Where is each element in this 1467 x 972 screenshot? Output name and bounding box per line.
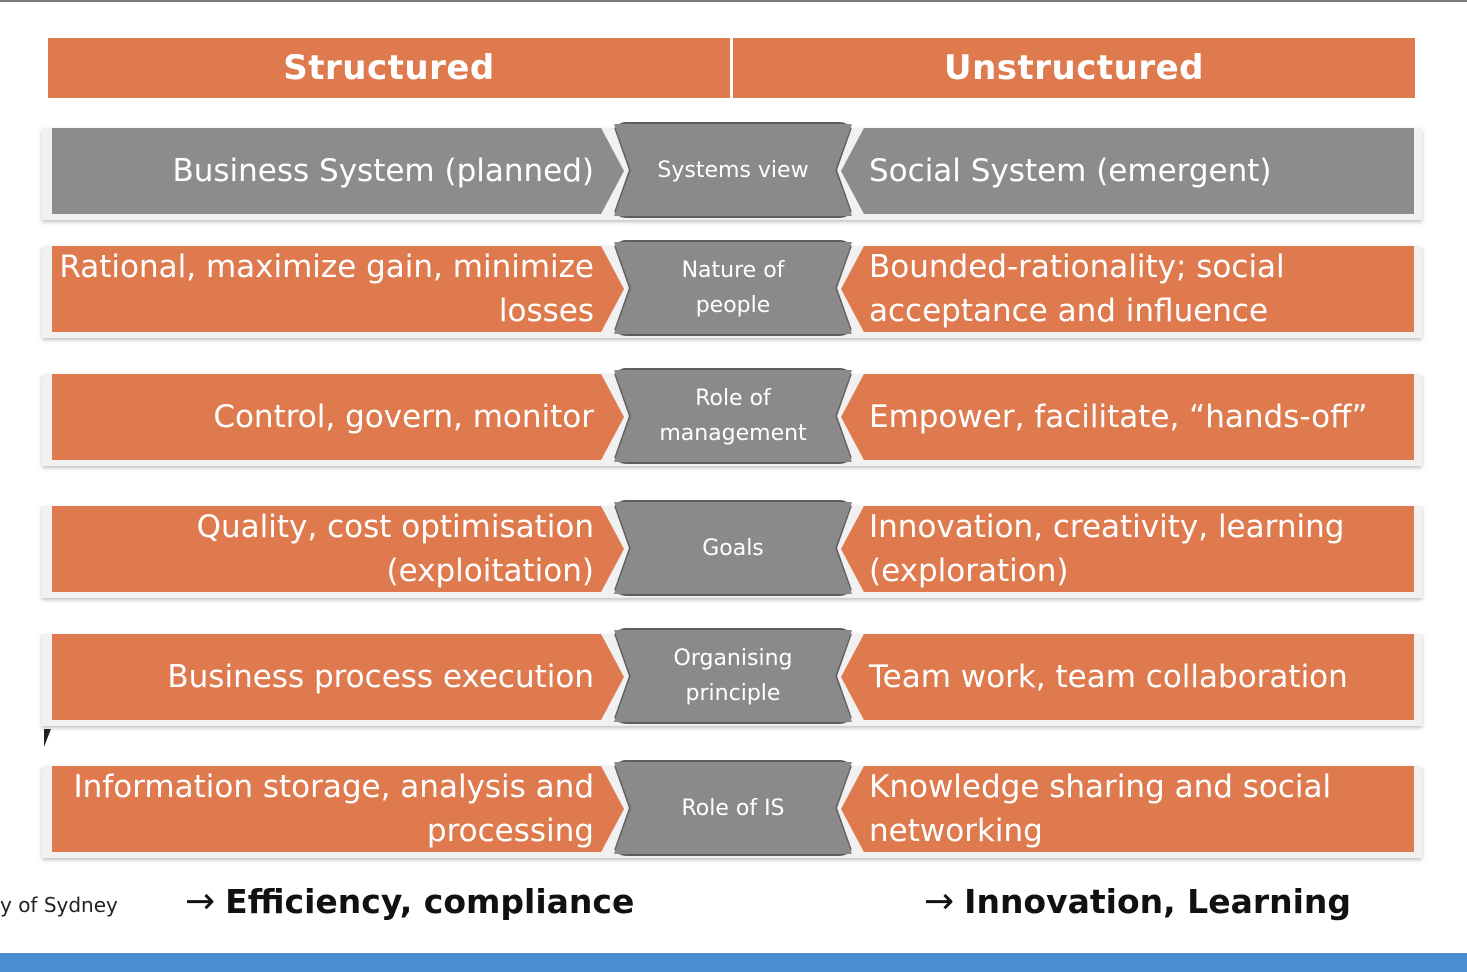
unstructured-text: Bounded-rationality; social acceptance a… (869, 249, 1285, 329)
right-arrow-icon: → (185, 881, 216, 922)
center-label: Goals (614, 502, 852, 594)
unstructured-cell: Social System (emergent) (841, 128, 1414, 214)
center-label: Organising principle (614, 630, 852, 722)
header-unstructured: Unstructured (733, 38, 1415, 98)
center-label-text: Nature of people (681, 258, 785, 318)
structured-text: Information storage, analysis and proces… (73, 769, 594, 849)
center-label-text: Role of IS (681, 795, 785, 821)
structured-outcome-text: Efficiency, compliance (225, 882, 635, 921)
structured-outcome: → Efficiency, compliance (185, 881, 634, 922)
center-label: Role of IS (614, 762, 852, 854)
structured-cell: Business System (planned) (52, 128, 624, 214)
unstructured-text: Team work, team collaboration (869, 659, 1348, 695)
structured-cell: Rational, maximize gain, minimize losses (52, 246, 624, 332)
structured-text: Rational, maximize gain, minimize losses (59, 249, 594, 329)
taskbar[interactable] (0, 953, 1467, 972)
unstructured-text: Social System (emergent) (869, 153, 1272, 189)
unstructured-cell: Empower, facilitate, “hands-off” (841, 374, 1414, 460)
unstructured-cell: Innovation, creativity, learning (explor… (841, 506, 1414, 592)
unstructured-outcome: → Innovation, Learning (924, 881, 1351, 922)
unstructured-cell: Knowledge sharing and social networking (841, 766, 1414, 852)
unstructured-outcome-text: Innovation, Learning (964, 882, 1352, 921)
center-label: Systems view (614, 124, 852, 216)
center-label-text: Role of management (659, 386, 807, 446)
unstructured-text: Empower, facilitate, “hands-off” (869, 399, 1368, 435)
center-label: Role of management (614, 370, 852, 462)
center-label-text: Systems view (657, 157, 809, 183)
unstructured-cell: Team work, team collaboration (841, 634, 1414, 720)
structured-text: Business System (planned) (172, 153, 594, 189)
unstructured-text: Innovation, creativity, learning (explor… (869, 509, 1345, 589)
structured-cell: Quality, cost optimisation (exploitation… (52, 506, 624, 592)
unstructured-cell: Bounded-rationality; social acceptance a… (841, 246, 1414, 332)
mouse-pointer-icon (44, 729, 56, 747)
structured-cell: Business process execution (52, 634, 624, 720)
center-label-text: Goals (702, 535, 764, 561)
center-label: Nature of people (614, 242, 852, 334)
right-arrow-icon: → (924, 881, 955, 922)
structured-cell: Information storage, analysis and proces… (52, 766, 624, 852)
institution-footer: y of Sydney (0, 893, 118, 917)
unstructured-text: Knowledge sharing and social networking (869, 769, 1332, 849)
top-border (0, 0, 1467, 2)
structured-cell: Control, govern, monitor (52, 374, 624, 460)
structured-text: Quality, cost optimisation (exploitation… (196, 509, 594, 589)
center-label-text: Organising principle (673, 646, 793, 706)
structured-text: Control, govern, monitor (213, 399, 594, 435)
header-structured: Structured (48, 38, 730, 98)
structured-text: Business process execution (167, 659, 594, 695)
